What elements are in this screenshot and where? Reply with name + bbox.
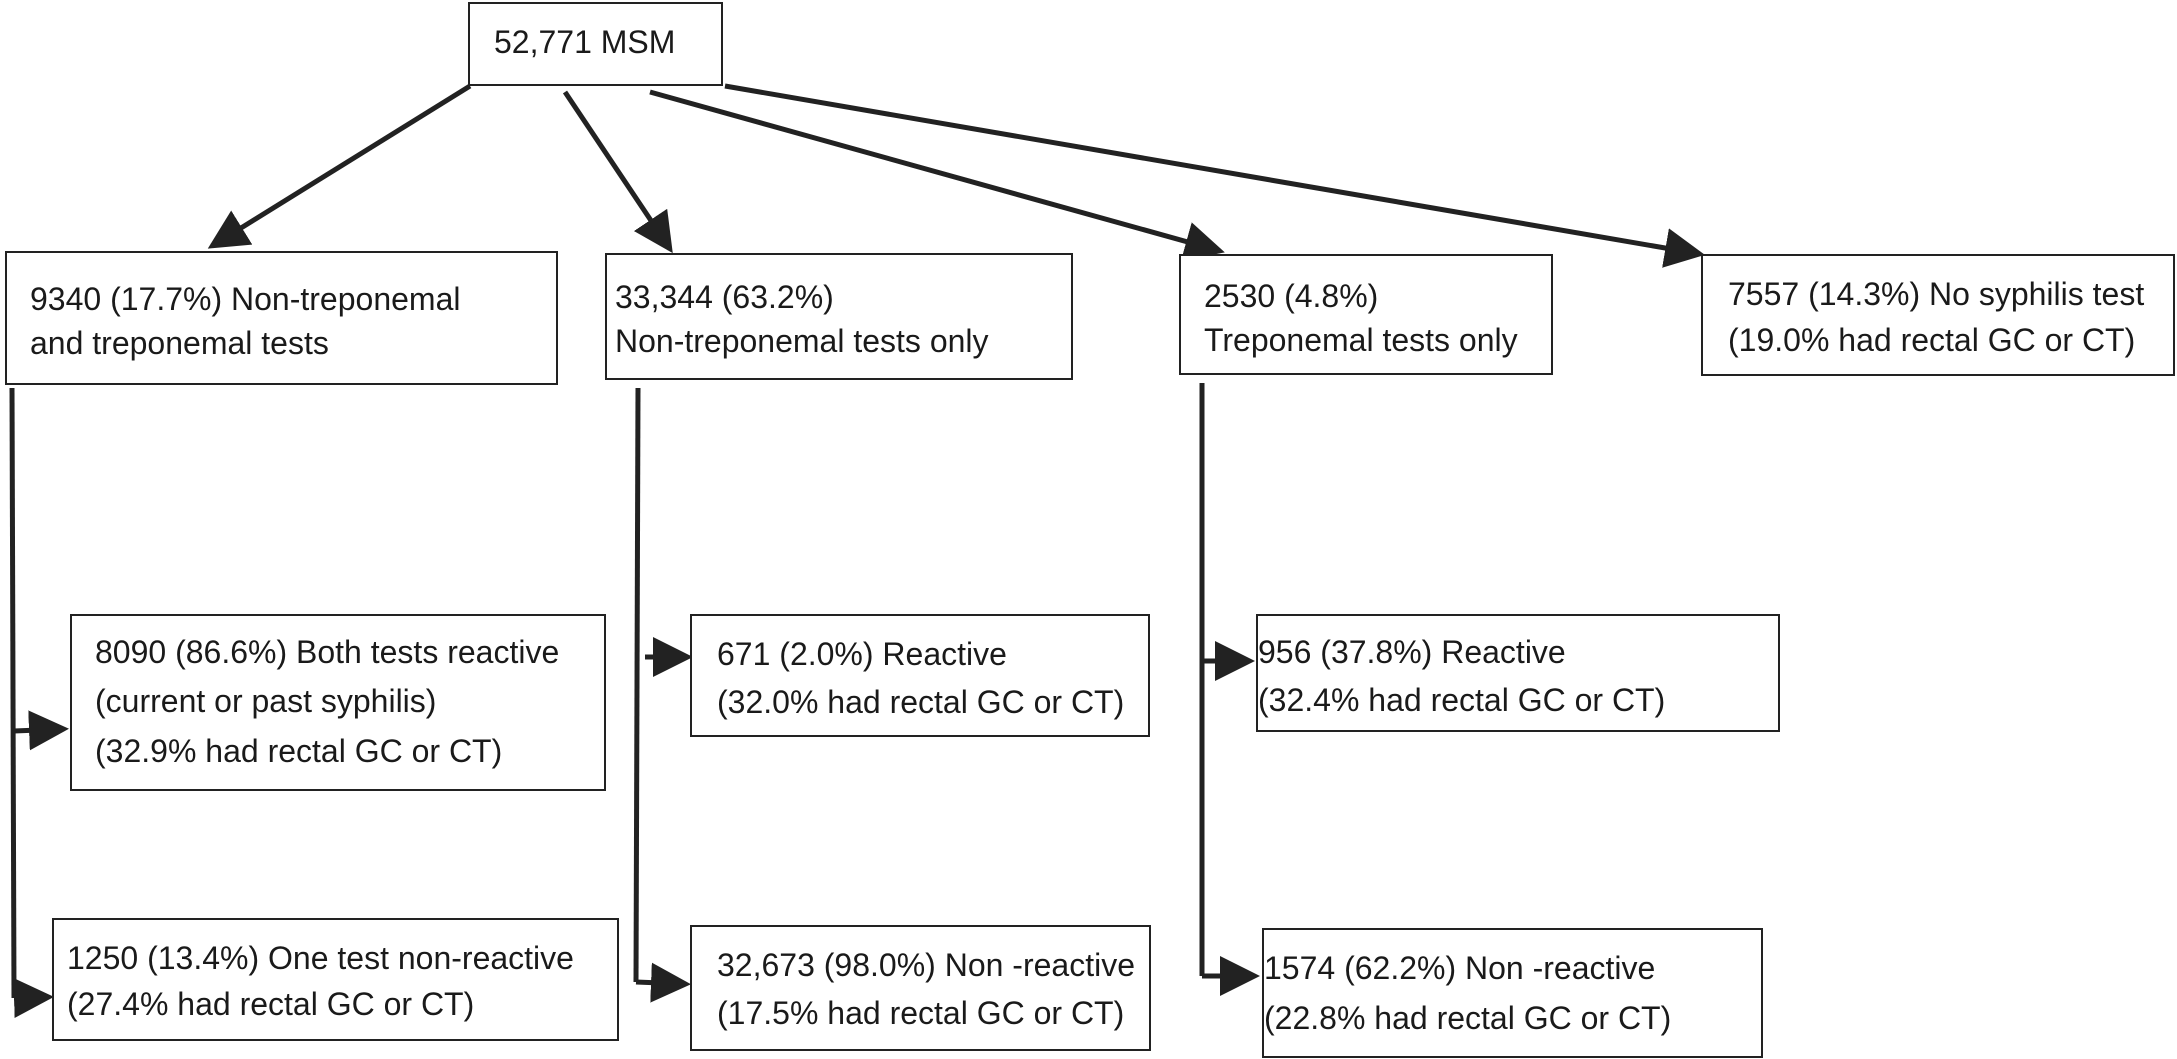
trunk-both-tests: [9, 387, 17, 999]
arrow-root-to-both-tests: [207, 83, 472, 249]
node-root-line-1: 52,771 MSM: [494, 24, 676, 60]
arrow-to-one-nonreactive: [13, 978, 54, 1018]
arrow-to-nontrep-nonreactive: [635, 962, 691, 1003]
node-one-nonreactive: 1250 (13.4%) One test non-reactive (27.4…: [52, 918, 619, 1041]
node-trep-nonreactive: 1574 (62.2%) Non -reactive (22.8% had re…: [1262, 928, 1763, 1058]
node-trep-only-line-1: 2530 (4.8%): [1204, 278, 1379, 314]
trunk-nontrep-only: [633, 387, 641, 983]
node-nontrep-nonreactive-line-2: (17.5% had rectal GC or CT): [717, 995, 1125, 1031]
node-both-reactive-line-1: 8090 (86.6%) Both tests reactive: [95, 634, 560, 670]
node-one-nonreactive-line-1: 1250 (13.4%) One test non-reactive: [67, 940, 574, 976]
arrow-to-both-reactive: [13, 710, 69, 751]
node-trep-only: 2530 (4.8%) Treponemal tests only: [1179, 254, 1553, 375]
node-trep-nonreactive-line-1: 1574 (62.2%) Non -reactive: [1264, 950, 1656, 986]
node-trep-reactive-line-2: (32.4% had rectal GC or CT): [1258, 682, 1666, 718]
node-nontrep-reactive-line-1: 671 (2.0%) Reactive: [717, 636, 1007, 672]
node-both-reactive-line-3: (32.9% had rectal GC or CT): [95, 733, 503, 769]
arrow-root-to-nontrep-only: [562, 90, 673, 254]
node-both-tests-line-1: 9340 (17.7%) Non-treponemal: [30, 281, 461, 317]
node-nontrep-reactive-line-2: (32.0% had rectal GC or CT): [717, 684, 1125, 720]
node-one-nonreactive-line-2: (27.4% had rectal GC or CT): [67, 986, 475, 1022]
node-nontrep-only-line-2: Non-treponemal tests only: [615, 323, 989, 359]
node-no-test-line-1: 7557 (14.3%) No syphilis test: [1728, 276, 2145, 312]
node-both-reactive: 8090 (86.6%) Both tests reactive (curren…: [70, 614, 606, 791]
node-trep-reactive-line-1: 956 (37.8%) Reactive: [1258, 634, 1566, 670]
arrow-root-to-no-test: [724, 83, 1705, 268]
node-both-tests-line-2: and treponemal tests: [30, 325, 329, 361]
node-nontrep-nonreactive-line-1: 32,673 (98.0%) Non -reactive: [717, 947, 1135, 983]
node-trep-nonreactive-line-2: (22.8% had rectal GC or CT): [1264, 1000, 1672, 1036]
node-no-test: 7557 (14.3%) No syphilis test (19.0% had…: [1701, 254, 2175, 376]
node-nontrep-only: 33,344 (63.2%) Non-treponemal tests only: [605, 253, 1073, 380]
node-nontrep-reactive: 671 (2.0%) Reactive (32.0% had rectal GC…: [690, 614, 1150, 737]
arrow-root-to-trep-only: [649, 89, 1225, 261]
node-nontrep-only-line-1: 33,344 (63.2%): [615, 279, 834, 315]
node-both-reactive-line-2: (current or past syphilis): [95, 683, 437, 719]
node-both-tests: 9340 (17.7%) Non-treponemal and treponem…: [5, 251, 558, 385]
node-nontrep-nonreactive: 32,673 (98.0%) Non -reactive (17.5% had …: [690, 925, 1151, 1051]
node-no-test-line-2: (19.0% had rectal GC or CT): [1728, 322, 2136, 358]
node-trep-reactive: 956 (37.8%) Reactive (32.4% had rectal G…: [1256, 614, 1780, 732]
node-root: 52,771 MSM: [468, 2, 723, 86]
node-trep-only-line-2: Treponemal tests only: [1204, 322, 1518, 358]
